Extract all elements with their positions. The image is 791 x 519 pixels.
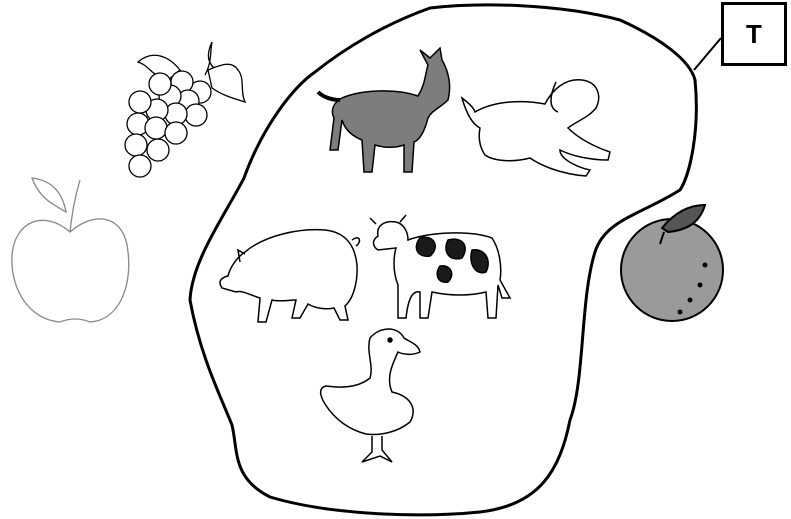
duck-illustration	[321, 329, 420, 462]
pig-illustration	[220, 230, 359, 322]
set-label-box: T	[721, 2, 787, 66]
apple-illustration	[12, 178, 129, 322]
donkey-illustration	[318, 48, 450, 172]
label-connector	[694, 38, 721, 70]
dog-illustration	[462, 80, 610, 176]
orange-illustration	[621, 205, 723, 321]
grapes-illustration	[125, 42, 245, 177]
set-label: T	[746, 19, 762, 50]
cow-illustration	[370, 215, 510, 318]
